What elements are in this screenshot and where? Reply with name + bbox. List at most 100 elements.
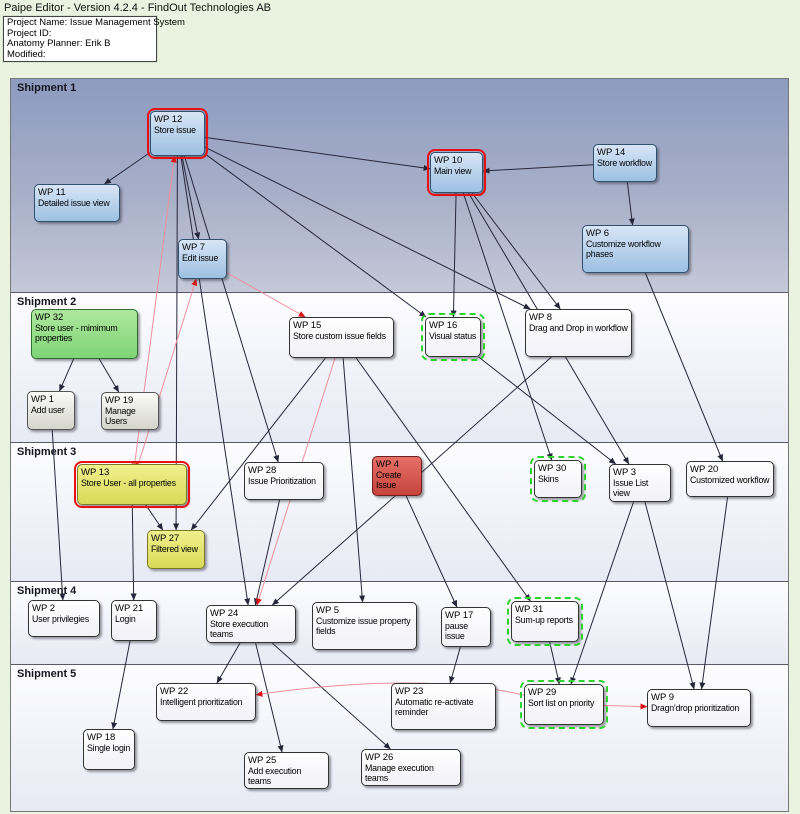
node-label: Issue List view <box>613 478 649 498</box>
node-wp-number: WP 17 <box>445 610 474 621</box>
node-wp-number: WP 25 <box>248 755 277 766</box>
node-wp-number: WP 4 <box>376 459 400 470</box>
node-label: Login <box>115 614 136 624</box>
node-label: Dragn'drop prioritization <box>651 703 740 713</box>
node-label: Intelligent prioritization <box>160 697 243 707</box>
node-label: Customized workflow <box>690 475 770 485</box>
node-wp-number: WP 27 <box>151 533 180 544</box>
node-label: Filtered view <box>151 544 198 554</box>
node-wp-number: WP 7 <box>182 242 206 253</box>
node-wp-number: WP 6 <box>586 228 610 239</box>
node-label: Store issue <box>154 125 196 135</box>
node-wp-number: WP 32 <box>35 312 64 323</box>
node-wp-number: WP 22 <box>160 686 189 697</box>
node-wp-number: WP 28 <box>248 465 277 476</box>
node-label: Manage Users <box>105 406 136 426</box>
lane-label: Shipment 3 <box>17 446 77 458</box>
node-wp-number: WP 26 <box>365 752 394 763</box>
node-label: Edit issue <box>182 253 219 263</box>
node-label: Add user <box>31 405 65 415</box>
node-label: Store User - all properties <box>81 478 176 488</box>
node-label: Customize workflow phases <box>586 239 661 259</box>
node-wp-number: WP 16 <box>429 320 458 331</box>
node-wp-number: WP 19 <box>105 395 134 406</box>
node-wp-number: WP 21 <box>115 603 144 614</box>
node-wp-number: WP 10 <box>434 155 463 166</box>
node-wp-number: WP 14 <box>597 147 626 158</box>
project-info-box: Project Name: Issue Management System Pr… <box>3 16 185 62</box>
node-wp-number: WP 24 <box>210 608 239 619</box>
node-wp-number: WP 11 <box>38 187 66 198</box>
diagram-canvas: Shipment 1 Shipment 2 Shipment 3 Shipment 4… <box>10 78 789 812</box>
node-label: Store execution teams <box>210 619 269 639</box>
node-wp-number: WP 23 <box>395 686 424 697</box>
node-wp-number: WP 8 <box>529 312 553 323</box>
node-label: Add execution teams <box>248 766 302 786</box>
node-label: Sum-up reports <box>515 615 573 625</box>
node-label: Drag and Drop in workflow <box>529 323 628 333</box>
node-wp-number: WP 15 <box>293 320 322 331</box>
project-name-line: Project Name: Issue Management System <box>7 17 185 28</box>
node-label: Issue Prioritization <box>248 476 316 486</box>
lane-label: Shipment 2 <box>17 296 77 308</box>
lane-label: Shipment 1 <box>17 82 77 94</box>
project-id-line: Project ID: <box>7 27 52 39</box>
node-label: Manage execution teams <box>365 763 434 783</box>
node-label: Main view <box>434 166 472 176</box>
node-wp-number: WP 13 <box>81 467 110 478</box>
project-modified-line: Modified: <box>7 48 46 60</box>
node-wp-number: WP 12 <box>154 114 183 125</box>
node-wp-number: WP 9 <box>651 692 675 703</box>
project-planner-line: Anatomy Planner: Erik B <box>7 38 111 49</box>
node-label: Store user - mimimum properties <box>35 323 118 343</box>
node-label: User privilegies <box>32 614 89 624</box>
lane-label: Shipment 5 <box>17 668 77 680</box>
node-label: Store workflow <box>597 158 652 168</box>
node-label: pause issue <box>445 621 468 641</box>
lane-label: Shipment 4 <box>17 585 77 597</box>
node-label: Customize issue property fields <box>316 616 411 636</box>
node-wp-number: WP 5 <box>316 605 340 616</box>
node-wp-number: WP 20 <box>690 464 719 475</box>
node-wp-number: WP 29 <box>528 687 557 698</box>
node-label: Detailed issue view <box>38 198 110 208</box>
node-wp-number: WP 2 <box>32 603 56 614</box>
node-label: Automatic re-activate reminder <box>395 697 474 717</box>
node-label: Visual status <box>429 331 477 341</box>
node-label: Create Issue <box>376 470 402 490</box>
node-label: Skins <box>538 474 559 484</box>
node-wp-number: WP 30 <box>538 463 567 474</box>
